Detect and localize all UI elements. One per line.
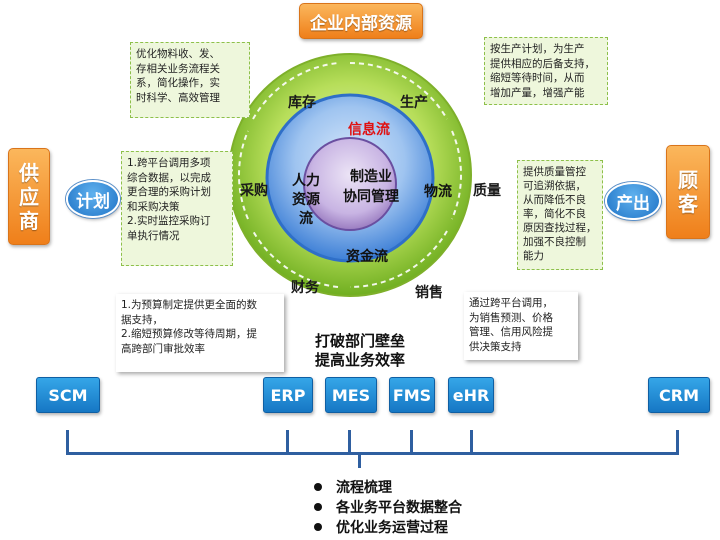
output-oval: 产出 xyxy=(605,182,661,220)
core-circle-diagram xyxy=(228,53,472,297)
note-line: 1.为预算制定提供更全面的数 xyxy=(121,299,258,311)
note-sales: 通过跨平台调用， 为销售预测、价格 管理、信用风险提 供决策支持 xyxy=(464,292,578,360)
bullet-text: 优化业务运营过程 xyxy=(336,520,448,536)
bracket-tick-ehr xyxy=(470,430,473,455)
note-line: 供决策支持 xyxy=(469,340,522,353)
ring-procurement: 采购 xyxy=(240,183,268,199)
output-text: 产出 xyxy=(616,193,650,214)
bracket-tick-mes xyxy=(348,430,351,455)
note-line: 可追溯依据， xyxy=(523,180,586,192)
note-line: 单执行情况 xyxy=(127,229,180,242)
note-line: 通过跨平台调用， xyxy=(469,297,553,309)
note-line: 存相关业务流程关 xyxy=(136,62,220,75)
customer-char: 客 xyxy=(678,192,698,216)
arrow-ring-decoration xyxy=(238,62,462,288)
bullet-item: 各业务平台数据整合 xyxy=(314,497,462,517)
plan-oval: 计划 xyxy=(66,180,120,218)
hr-flow-label: 人力 资源 流 xyxy=(292,172,320,229)
core-label: 制造业 协同管理 xyxy=(328,167,414,207)
system-erp: ERP xyxy=(263,377,313,413)
slogan-line: 提高业务效率 xyxy=(314,351,405,369)
note-line: 高跨部门审批效率 xyxy=(121,342,205,355)
bracket-center-stem xyxy=(358,455,361,468)
customer-box: 顾 客 xyxy=(666,145,710,239)
ring-sales: 销售 xyxy=(415,285,443,301)
note-line: 加强不良控制 xyxy=(523,236,586,248)
title-internal-resources: 企业内部资源 xyxy=(299,3,423,39)
note-line: 管理、信用风险提 xyxy=(469,326,553,338)
core-line: 协同管理 xyxy=(343,189,399,205)
bracket-tick-crm xyxy=(676,430,679,455)
hr-flow-line: 人力 xyxy=(292,173,320,189)
bullet-dot xyxy=(314,503,322,511)
note-quality: 提供质量管控 可追溯依据， 从而降低不良 率，简化不良 原因查找过程， 加强不良… xyxy=(517,160,603,270)
bullet-text: 流程梳理 xyxy=(336,480,392,496)
supplier-box: 供 应 商 xyxy=(8,148,50,245)
bullet-dot xyxy=(314,523,322,531)
note-line: 2.缩短预算修改等待周期，提 xyxy=(121,328,258,340)
system-ehr: eHR xyxy=(448,377,494,413)
slogan: 打破部门壁垒 提高业务效率 xyxy=(304,332,416,370)
ring-finance: 财务 xyxy=(291,280,319,296)
note-line: 综合数据，以完成 xyxy=(127,171,211,184)
supplier-char: 应 xyxy=(19,184,39,209)
capital-flow-label: 资金流 xyxy=(346,249,388,265)
note-line: 缩短等待时间，从而 xyxy=(490,72,585,84)
hr-flow-line: 资源 xyxy=(292,192,320,208)
note-line: 1.跨平台调用多项 xyxy=(127,157,211,169)
note-inventory: 优化物料收、发、 存相关业务流程关 系，简化操作，实 时科学、高效管理 xyxy=(130,42,250,118)
note-line: 提供质量管控 xyxy=(523,166,586,178)
note-production: 按生产计划，为生产 提供相应的后备支持， 缩短等待时间，从而 增加产量，增强产能 xyxy=(484,37,608,105)
note-line: 据支持， xyxy=(121,313,163,326)
note-line: 系，简化操作，实 xyxy=(136,77,220,89)
note-line: 时科学、高效管理 xyxy=(136,91,220,104)
system-fms: FMS xyxy=(389,377,435,413)
core-line: 制造业 xyxy=(350,169,392,185)
bracket-tick-scm xyxy=(66,430,69,455)
bullet-item: 优化业务运营过程 xyxy=(314,517,448,537)
ring-production: 生产 xyxy=(400,95,428,111)
system-crm: CRM xyxy=(648,377,710,413)
customer-char: 顾 xyxy=(678,168,698,192)
note-line: 和采购决策 xyxy=(127,200,180,213)
bracket-horizontal xyxy=(66,452,679,455)
info-flow-label: 信息流 xyxy=(348,122,390,138)
note-line: 率，简化不良 xyxy=(523,208,586,220)
supplier-char: 商 xyxy=(19,208,39,233)
note-line: 按生产计划，为生产 xyxy=(490,43,585,55)
bracket-tick-erp xyxy=(286,430,289,455)
supplier-char: 供 xyxy=(19,160,39,185)
note-line: 为销售预测、价格 xyxy=(469,311,553,324)
note-line: 提供相应的后备支持， xyxy=(490,57,595,70)
note-line: 增加产量，增强产能 xyxy=(490,86,585,99)
note-finance: 1.为预算制定提供更全面的数 据支持， 2.缩短预算修改等待周期，提 高跨部门审… xyxy=(116,294,284,372)
slogan-line: 打破部门壁垒 xyxy=(314,332,405,350)
plan-text: 计划 xyxy=(76,191,110,212)
hr-flow-line: 流 xyxy=(299,211,313,227)
system-scm: SCM xyxy=(36,377,100,413)
bracket-tick-fms xyxy=(410,430,413,455)
note-procurement: 1.跨平台调用多项 综合数据，以完成 更合理的采购计划 和采购决策 2.实时监控… xyxy=(121,151,233,266)
note-line: 更合理的采购计划 xyxy=(127,186,211,198)
note-line: 能力 xyxy=(523,250,544,262)
title-text: 企业内部资源 xyxy=(310,13,412,34)
note-line: 2.实时监控采购订 xyxy=(127,215,211,227)
bullet-item: 流程梳理 xyxy=(314,477,392,497)
core-disc xyxy=(303,137,397,231)
bullet-dot xyxy=(314,483,322,491)
system-mes: MES xyxy=(325,377,377,413)
bullet-text: 各业务平台数据整合 xyxy=(336,500,462,516)
ring-quality: 质量 xyxy=(473,183,501,199)
note-line: 原因查找过程， xyxy=(523,222,597,234)
note-line: 优化物料收、发、 xyxy=(136,48,220,60)
note-line: 从而降低不良 xyxy=(523,194,586,206)
logistics-label: 物流 xyxy=(424,184,452,200)
ring-inventory: 库存 xyxy=(288,95,316,111)
